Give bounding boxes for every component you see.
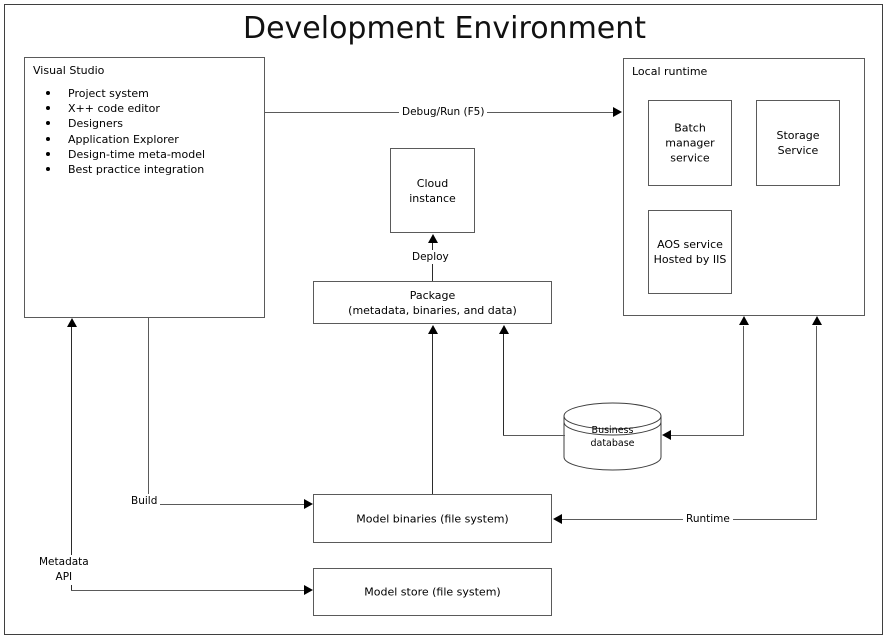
connector-metadata-api-arrowhead-right (304, 585, 313, 595)
database-line-2: database (590, 438, 635, 449)
model-binaries-box: Model binaries (file system) (313, 494, 552, 543)
database-icon (563, 402, 662, 471)
connector-database-localruntime-arrowhead (739, 316, 749, 325)
connector-database-package-vertical (503, 334, 504, 435)
bullet-icon (46, 121, 50, 126)
list-item: Best practice integration (46, 162, 205, 177)
list-item-label: Design-time meta-model (68, 147, 206, 161)
metadata-api-line-1: Metadata (39, 556, 89, 568)
visual-studio-feature-list: Project system X++ code editor Designers… (46, 86, 205, 177)
batch-line-2: manager (665, 136, 715, 150)
bullet-icon (46, 106, 50, 111)
connector-runtime-arrowhead-up (812, 316, 822, 325)
connector-database-package-arrowhead (499, 325, 509, 334)
connector-metadata-api-horizontal (71, 590, 304, 591)
cloud-line-1: Cloud (416, 176, 449, 190)
bullet-icon (46, 91, 50, 95)
model-store-box: Model store (file system) (313, 568, 552, 616)
package-box: Package (metadata, binaries, and data) (313, 281, 552, 324)
connector-metadata-api-arrowhead-up (67, 318, 77, 327)
connector-database-package-horizontal (503, 435, 565, 436)
aos-line-1: AOS service (657, 238, 723, 251)
package-line-1: Package (409, 288, 456, 302)
connector-runtime-database-horizontal (671, 435, 744, 436)
connector-runtime-database-vertical (743, 326, 744, 436)
connector-modelbinaries-package-arrowhead (428, 325, 438, 334)
list-item-label: Best practice integration (68, 163, 205, 177)
bullet-icon (46, 167, 50, 172)
list-item-label: X++ code editor (68, 102, 160, 116)
batch-line-3: service (670, 151, 710, 165)
edge-label-build: Build (128, 494, 161, 508)
local-runtime-label: Local runtime (632, 65, 708, 78)
batch-line-1: Batch (674, 121, 706, 135)
cloud-instance-label: Cloud instance (391, 176, 474, 206)
list-item: X++ code editor (46, 101, 205, 116)
edge-label-debug-run: Debug/Run (F5) (399, 105, 488, 119)
page-title: Development Environment (242, 11, 647, 46)
aos-service-box: AOS service Hosted by IIS (648, 210, 732, 294)
edge-label-deploy: Deploy (409, 250, 452, 264)
list-item-label: Application Explorer (68, 132, 179, 146)
bullet-icon (46, 136, 50, 141)
list-item: Application Explorer (46, 132, 205, 147)
cloud-line-2: instance (409, 191, 456, 205)
connector-runtime-database-arrowhead (662, 430, 671, 440)
list-item-label: Project system (68, 87, 149, 100)
package-label: Package (metadata, binaries, and data) (314, 288, 551, 318)
connector-build-horizontal (148, 504, 304, 505)
connector-metadata-api-vertical (71, 327, 72, 590)
bullet-icon (46, 151, 50, 156)
list-item: Project system (46, 86, 205, 101)
batch-manager-service-box: Batch manager service (648, 100, 732, 186)
local-runtime-box: Local runtime (623, 58, 865, 316)
model-store-label: Model store (file system) (364, 585, 501, 599)
list-item: Designers (46, 116, 205, 131)
storage-service-box: Storage Service (756, 100, 840, 186)
visual-studio-box: Visual Studio (24, 57, 265, 318)
database-line-1: Business (591, 425, 634, 436)
aos-service-label: AOS service Hosted by IIS (649, 237, 731, 267)
aos-line-2: Hosted by IIS (653, 253, 727, 266)
list-item-label: Designers (68, 117, 123, 131)
edge-label-metadata-api: Metadata API (36, 555, 92, 585)
storage-line-1: Storage (776, 129, 820, 142)
connector-debug-run-arrowhead (613, 107, 622, 117)
model-binaries-label: Model binaries (file system) (356, 512, 509, 525)
batch-manager-service-label: Batch manager service (649, 121, 731, 166)
connector-build-vertical (148, 317, 149, 504)
diagram-outer-frame (4, 4, 883, 635)
connector-deploy-arrowhead (428, 234, 438, 243)
connector-runtime-vertical (816, 326, 817, 519)
business-database-cylinder (563, 402, 662, 471)
connector-modelbinaries-package-line (432, 334, 433, 494)
storage-service-label: Storage Service (757, 128, 839, 158)
visual-studio-label: Visual Studio (33, 64, 105, 77)
package-line-2: (metadata, binaries, and data) (348, 303, 517, 317)
connector-build-arrowhead (304, 499, 313, 509)
list-item: Design-time meta-model (46, 147, 205, 162)
connector-runtime-arrowhead (553, 514, 562, 524)
edge-label-runtime: Runtime (683, 512, 733, 526)
business-database-label: Business database (563, 424, 662, 450)
metadata-api-line-2: API (55, 571, 73, 583)
storage-line-2: Service (777, 144, 819, 157)
cloud-instance-box: Cloud instance (390, 148, 475, 233)
